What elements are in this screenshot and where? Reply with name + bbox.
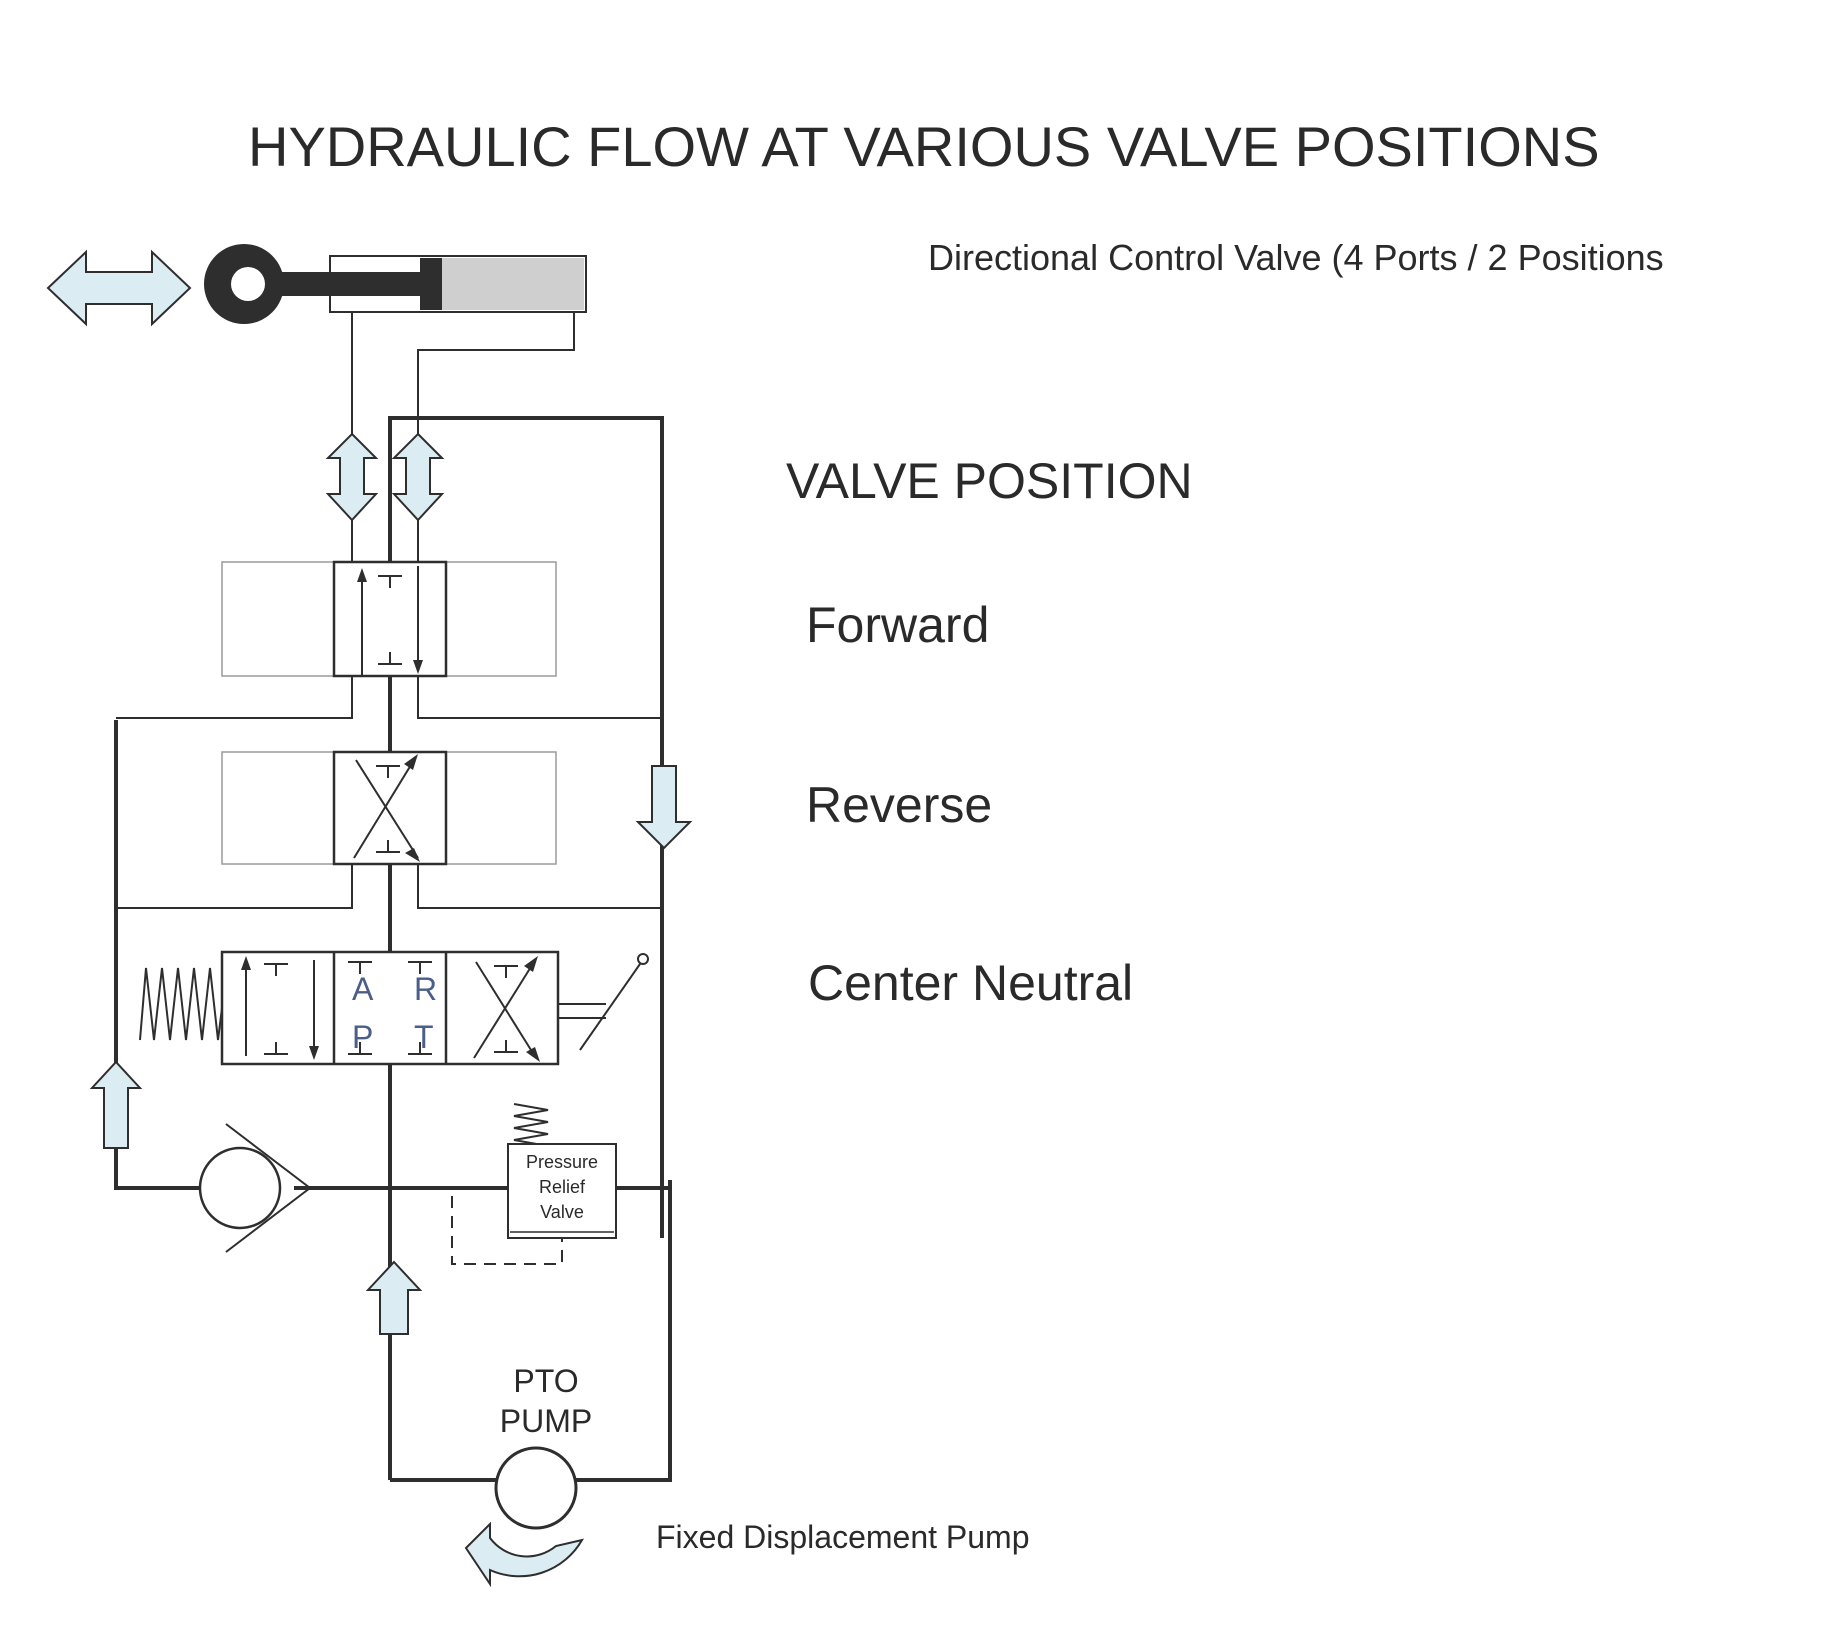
pto-pump [494,1446,578,1530]
pressure-relief-valve [451,1103,617,1265]
center-neutral-valve [139,950,649,1066]
forward-valve-view [116,560,662,719]
pilot-lines [351,312,575,562]
position-reverse: Reverse [806,777,992,833]
port-label-p: P [352,1019,373,1055]
double-arrow-icon [391,432,445,522]
position-center-neutral: Center Neutral [808,955,1133,1011]
reverse-valve-view [116,750,662,909]
down-arrow-icon [635,765,693,850]
actuator-cylinder [204,244,587,324]
pump-label-1: PTO [513,1363,578,1399]
relief-valve-label-2: Relief [539,1177,586,1197]
subtitle: Directional Control Valve (4 Ports / 2 P… [928,237,1664,278]
pump-caption: Fixed Displacement Pump [656,1519,1029,1555]
relief-valve-label-1: Pressure [526,1152,598,1172]
check-valve [198,1123,312,1253]
pump-label-2: PUMP [500,1403,592,1439]
up-arrow-icon [89,1060,143,1149]
double-arrow-icon [325,432,379,522]
relief-valve-label-3: Valve [540,1202,584,1222]
port-label-r: R [414,971,437,1007]
position-forward: Forward [806,597,989,653]
page-title: HYDRAULIC FLOW AT VARIOUS VALVE POSITION… [248,115,1600,178]
port-label-t: T [414,1019,434,1055]
valve-position-heading: VALVE POSITION [786,453,1193,509]
double-arrow-icon [46,249,192,327]
rotation-arrow-icon [464,1521,585,1588]
port-label-a: A [352,971,374,1007]
up-arrow-icon [365,1260,423,1335]
